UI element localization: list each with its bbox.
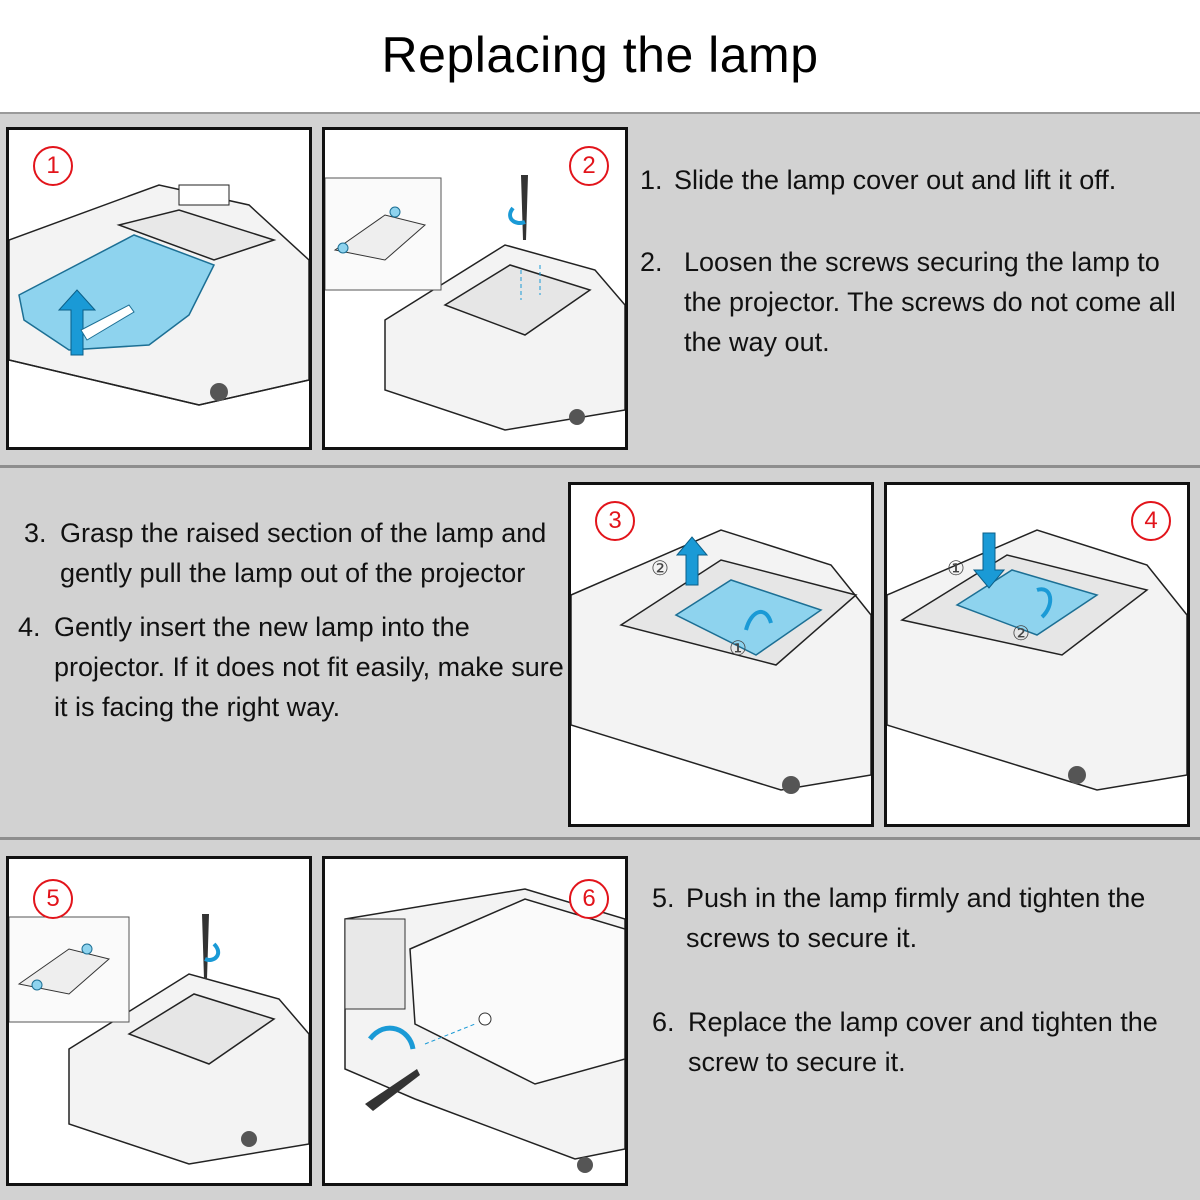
divider [0,465,1200,468]
projector-illustration [344,888,625,1173]
callout-label: ② [1012,623,1030,645]
step-badge: 5 [33,879,73,919]
cover-screw-icon [365,1069,420,1111]
step-badge: 1 [33,146,73,186]
screwdriver-loosen-icon [521,175,528,240]
projector-illustration: ② ① [571,529,871,794]
page-title: Replacing the lamp [381,27,819,83]
lamp-cover-highlight [18,234,216,351]
step-badge: 4 [1131,501,1171,541]
step-badge: 2 [569,146,609,186]
panel-step-5: 5 [6,856,312,1186]
steps-3-4: 3.Grasp the raised section of the lamp a… [18,513,564,727]
screwdriver-tighten-icon [202,914,209,979]
step-3: 3.Grasp the raised section of the lamp a… [24,518,547,588]
step-badge: 3 [595,501,635,541]
projector-illustration [9,914,309,1165]
projector-illustration [9,184,309,406]
step-5: 5.Push in the lamp firmly and tighten th… [652,883,1146,953]
step-6: 6.Replace the lamp cover and tighten the… [652,1007,1158,1077]
steps-1-2: 1.Slide the lamp cover out and lift it o… [640,160,1196,362]
panel-step-1: 1 [6,127,312,450]
lamp-cover-arrow-icon [57,289,97,356]
panel-step-4: 4 ① ② [884,482,1190,827]
step-badge: 6 [569,879,609,919]
lamp-pull-arrow-icon [675,536,709,586]
step-4: 4.Gently insert the new lamp into the pr… [18,612,564,722]
divider [0,837,1200,840]
panel-step-3: 3 ② ① [568,482,874,827]
panel-step-6: 6 [322,856,628,1186]
panel-step-2: 2 [322,127,628,450]
steps-5-6: 5.Push in the lamp firmly and tighten th… [652,878,1192,1082]
callout-label: ① [729,638,747,660]
step-2: 2.Loosen the screws securing the lamp to… [640,247,1176,357]
callout-label: ① [947,558,965,580]
projector-illustration: ① ② [887,529,1187,791]
header: Replacing the lamp [0,0,1200,114]
step-1: 1.Slide the lamp cover out and lift it o… [640,165,1117,195]
callout-label: ② [651,558,669,580]
projector-illustration [325,175,625,431]
lamp-insert-arrow-icon [972,532,1006,589]
